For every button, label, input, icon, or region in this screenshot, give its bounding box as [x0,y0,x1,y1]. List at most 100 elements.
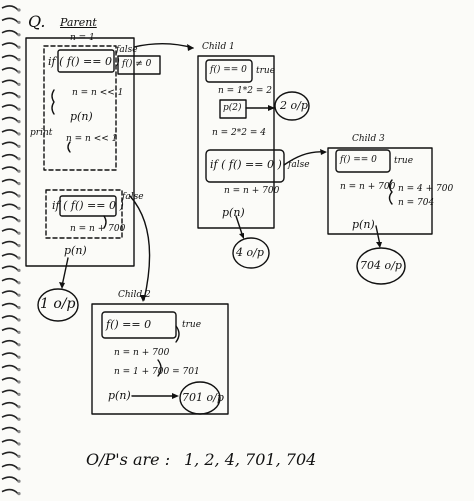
spiral-loop [1,116,19,123]
spiral-loop [1,54,19,61]
child2-output: 701 o/p [182,391,224,404]
spiral-loop [1,302,19,309]
spiral-loop [1,451,19,457]
spiral-loop [1,377,19,383]
circle-out-2 [274,91,310,121]
spiral-hole [17,467,21,471]
spiral-hole [17,144,21,148]
parent-add700: n = n + 700 [70,224,126,234]
spiral-hole [17,430,21,434]
summary-label: O/P's are : [86,450,171,469]
spiral-loop [1,153,19,160]
spiral-hole [17,368,21,372]
child3-add700: n = n + 700 [340,182,396,192]
spiral-loop [1,203,19,209]
spiral-hole [17,318,21,322]
spiral-loop [1,104,19,110]
spiral-hole [17,8,21,12]
spiral-loop [1,191,19,197]
child1-calc2: n = 2*2 = 4 [212,128,266,138]
parent-false2: false [122,192,144,202]
spiral-loop [1,426,19,433]
spiral-hole [17,479,21,483]
spiral-loop [1,463,19,470]
child3-calc2: n = 704 [398,198,435,208]
parent-if2-condition-box [59,195,117,217]
spiral-loop [1,290,19,296]
child2-p-n: p(n) [108,389,131,402]
parent-if2: if ( f() == 0 ) [52,199,124,212]
parent-if2-dashed-box [45,189,123,239]
spiral-hole [17,20,21,24]
parent-box [25,37,135,267]
parent-p-n-inner: p(n) [70,110,93,123]
parent-print-label: print [30,128,53,138]
spiral-loop [1,215,19,222]
spiral-loop [1,315,19,321]
spiral-loop [1,67,19,73]
spiral-loop [1,5,19,11]
spiral-hole [17,219,21,223]
child1-add700: n = n + 700 [224,186,280,196]
spiral-loop [1,327,19,333]
child1-calc1: n = 1*2 = 2 [218,86,272,96]
spiral-hole [17,244,21,248]
spiral-loop [1,178,19,185]
spiral-hole [17,231,21,235]
spiral-hole [17,343,21,347]
parent-n-init: n = 1 [70,33,95,43]
side-note-box [117,55,161,75]
spiral-hole [17,182,21,186]
child2-true-label: true [182,320,202,330]
child1-p2-box [219,99,247,119]
spiral-hole [17,268,21,272]
child1-if-box [205,149,285,183]
arrow-child3-pn-to-out [375,225,381,246]
child2-title: Child 2 [118,290,151,300]
parent-shift2: n = n << 1 [66,134,118,144]
child1-out2: 2 o/p [280,99,308,112]
parent-if-dashed-box [43,45,117,171]
spiral-hole [17,132,21,136]
spiral-binding-icon [1,5,21,496]
brace-mark [103,215,107,229]
child3-true-label: true [394,156,414,166]
spiral-loop [1,91,19,98]
child3-cond-box [335,149,391,173]
child3-calc1: n = 4 + 700 [398,184,454,194]
circle-out-1 [37,288,79,322]
parent-shift1: n = n << 1 [72,88,124,98]
child3-box [327,147,433,235]
brace-mark [67,141,71,153]
spiral-hole [17,293,21,297]
arrow-parent-to-child1 [133,43,194,49]
parent-p-n: p(n) [64,244,87,257]
parent-side-note: f() ≠ 0 [122,59,152,69]
spiral-hole [17,492,21,496]
spiral-hole [17,392,21,396]
child2-add700: n = n + 700 [114,348,170,358]
spiral-loop [1,228,19,234]
child1-p2: p(2) [223,103,242,113]
spiral-loop [1,488,19,495]
spiral-loop [1,277,19,284]
spiral-hole [17,70,21,74]
child1-if: if ( f() == 0 ) [210,158,282,171]
spiral-hole [17,355,21,359]
brace-mark [175,325,180,343]
parent-if1: if ( f() == 0 ) [48,55,120,68]
spiral-hole [17,417,21,421]
spiral-loop [1,364,19,371]
spiral-loop [1,129,19,135]
child3-output: 704 o/p [360,259,402,272]
parent-false-label: false [116,45,138,55]
spiral-hole [17,281,21,285]
child2-cond: f() == 0 [106,318,152,331]
spiral-hole [17,194,21,198]
spiral-hole [17,120,21,124]
spiral-hole [17,157,21,161]
spiral-loop [1,401,19,408]
spiral-loop [1,79,19,85]
child2-box [91,303,229,415]
circle-out-701 [179,381,221,415]
